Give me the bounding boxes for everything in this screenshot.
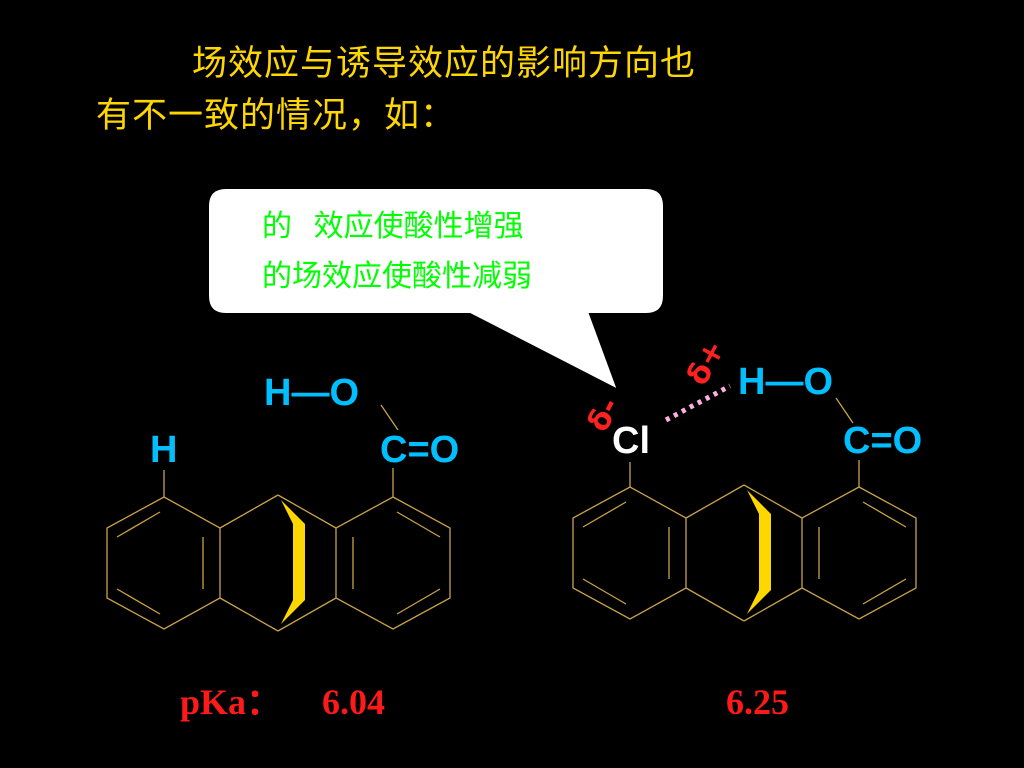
- right-oh-bond: [835, 397, 854, 424]
- callout-text-fragment: 的场效应使酸性减弱: [262, 259, 532, 294]
- pka-label: pKa：: [180, 682, 283, 722]
- left-h-substituent-label: H: [150, 429, 178, 471]
- left-inner-bond: [396, 588, 441, 615]
- right-pka-value: 6.25: [726, 682, 789, 722]
- callout-text-fragment: 的: [262, 209, 292, 244]
- left-bridge-bond: [219, 494, 279, 529]
- left-bridge-bond: [219, 597, 279, 632]
- callout-text: Cl的-I效应使酸性增强, Cl的场效应使酸性减弱: [232, 202, 662, 302]
- right-carbonyl-label: C=O: [843, 420, 923, 462]
- callout-comma: ,: [523, 210, 532, 243]
- right-inner-bond: [582, 578, 627, 605]
- left-oh-bond: [380, 404, 399, 431]
- right-bridge-bond: [743, 484, 803, 519]
- hydrogen-bond-dotted: [664, 383, 732, 423]
- title-line-2: 有不一致的情况，如：: [96, 96, 457, 136]
- left-carbonyl-label: C=O: [380, 429, 460, 471]
- left-inner-bond: [116, 511, 161, 538]
- right-inner-bond: [862, 501, 907, 528]
- left-inner-bond: [116, 588, 161, 615]
- callout-line-1: Cl的-I效应使酸性增强,: [232, 202, 662, 252]
- right-inner-bond: [862, 578, 907, 605]
- left-hydroxyl-label: H—O: [264, 372, 359, 414]
- left-molecule-skeleton: [106, 404, 451, 632]
- callout-line-2: Cl的场效应使酸性减弱: [232, 252, 662, 302]
- right-inner-bond: [582, 501, 627, 528]
- left-inner-bond: [396, 511, 441, 538]
- right-molecule-skeleton: [572, 397, 917, 622]
- left-pka-value: 6.04: [322, 682, 385, 722]
- right-hydroxyl-label: H—O: [738, 361, 833, 403]
- title-line-1: 场效应与诱导效应的影响方向也: [192, 44, 697, 84]
- slide-title: 场效应与诱导效应的影响方向也 有不一致的情况，如：: [96, 38, 976, 142]
- left-bridge-bond: [277, 597, 337, 632]
- right-bridge-wedge: [747, 490, 771, 614]
- cl-atom-label: Cl: [232, 210, 262, 243]
- callout-text-fragment: 效应使酸性增强: [313, 209, 524, 244]
- minus-i-symbol: -I: [292, 210, 314, 243]
- right-bridge-bond: [685, 587, 745, 622]
- right-bridge-bond: [685, 484, 745, 519]
- left-bridge-wedge: [281, 500, 305, 624]
- callout-bubble: [207, 187, 665, 393]
- right-bridge-bond: [743, 587, 803, 622]
- left-bridge-bond: [277, 494, 337, 529]
- cl-atom-label: Cl: [232, 260, 262, 293]
- right-cl-substituent-label: Cl: [612, 420, 650, 462]
